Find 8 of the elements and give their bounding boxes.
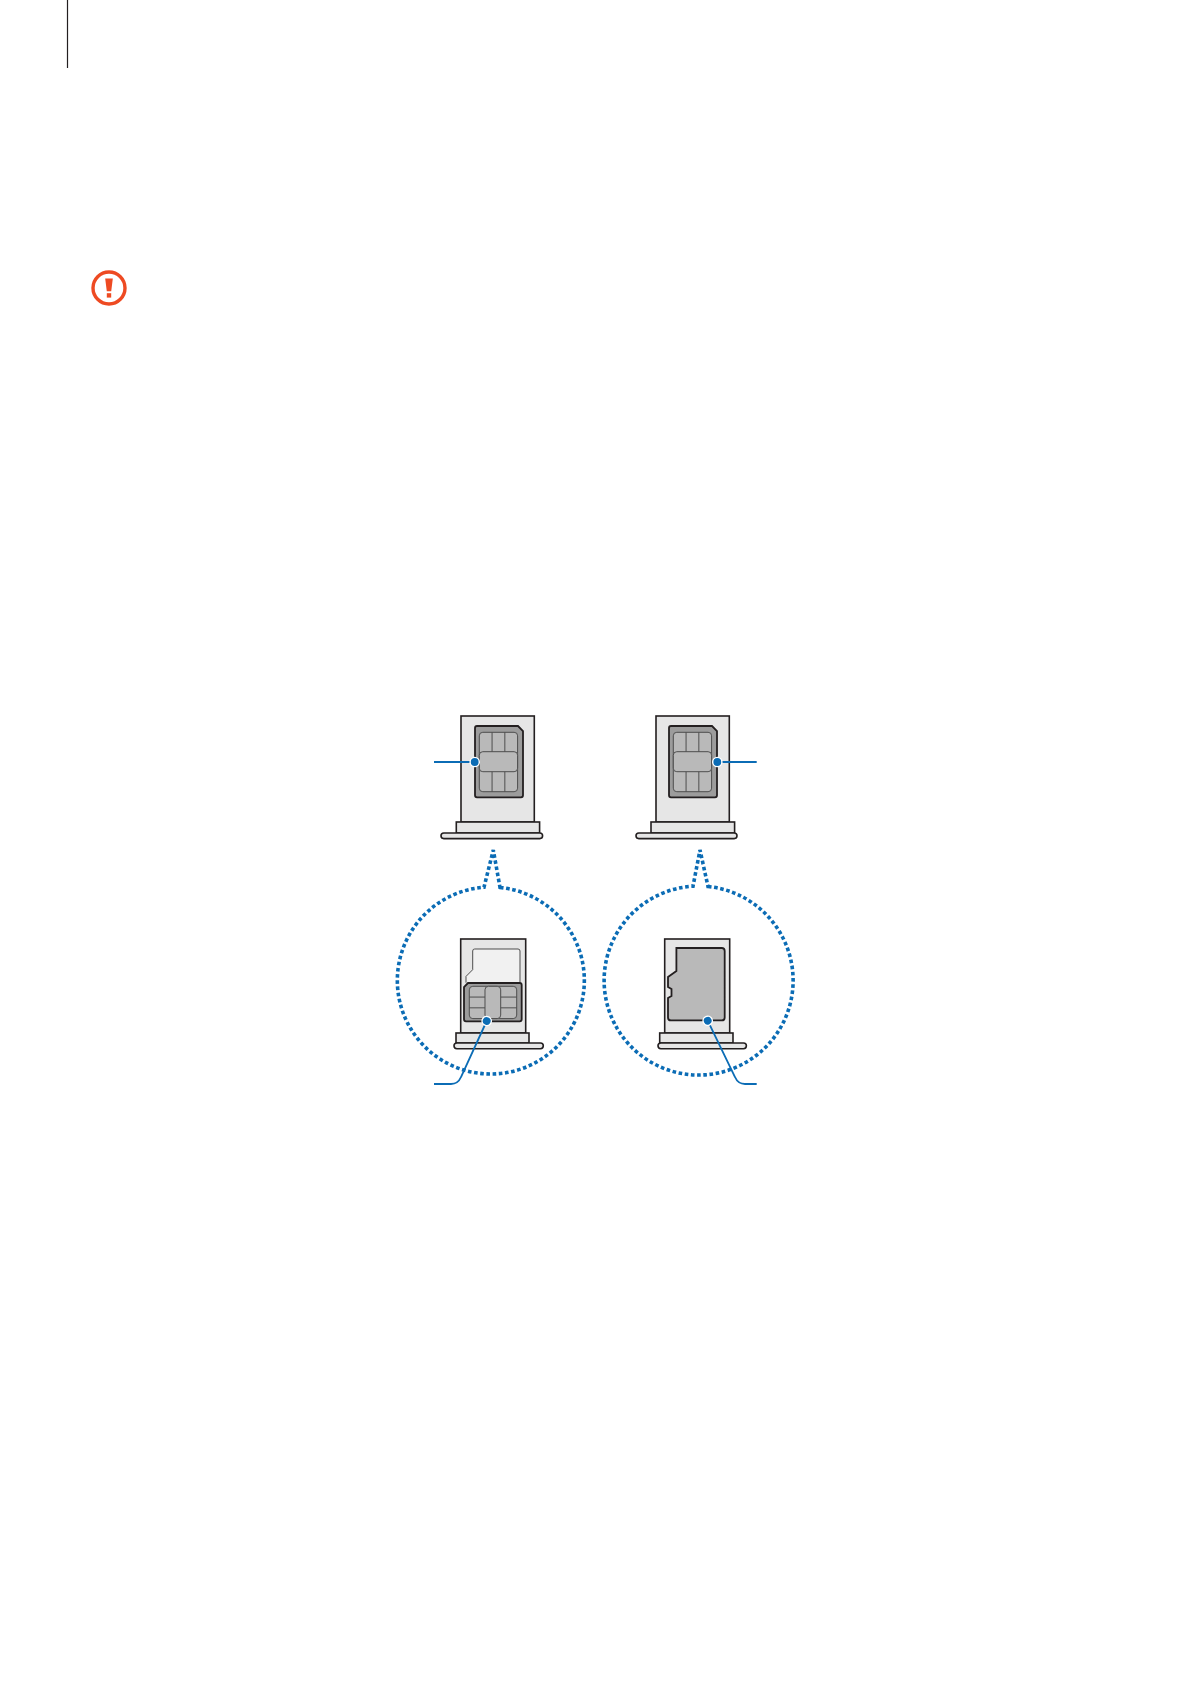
nano-sim-card	[473, 725, 524, 799]
leader-line	[433, 1015, 492, 1085]
nano-sim-card	[463, 981, 523, 1022]
leader-line	[433, 756, 480, 768]
leader-line	[712, 756, 758, 768]
microsd-card	[667, 947, 726, 1022]
nano-sim-card	[668, 725, 719, 799]
leader-line	[702, 1015, 758, 1085]
